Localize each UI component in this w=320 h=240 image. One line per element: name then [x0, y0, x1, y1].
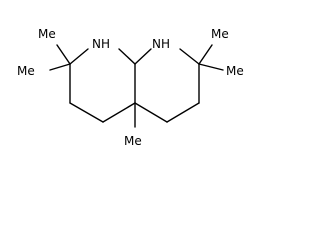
bond-c6-c5	[166, 102, 200, 123]
bond-c4-c3	[69, 102, 104, 123]
bond-nright-c7	[179, 48, 200, 65]
atom-label-layer: N H N H Me Me Me Me Me	[17, 27, 244, 148]
bond-c2-nleft	[69, 48, 89, 65]
bond-c8a-nright	[134, 48, 152, 65]
h-left-label: H	[101, 37, 110, 51]
methyl-c2-top-label: Me	[38, 27, 56, 41]
h-right-label: H	[161, 37, 170, 51]
n-right-label: N	[152, 37, 161, 51]
bond-c2-methyl-top	[56, 44, 71, 65]
methyl-c2-left-label: Me	[17, 64, 35, 78]
methyl-c7-top-label: Me	[211, 27, 229, 41]
bond-c2-methyl-left	[49, 63, 71, 71]
n-left-label: N	[92, 37, 101, 51]
bond-layer	[49, 44, 224, 128]
bond-c7-methyl-top	[198, 44, 213, 65]
chemical-structure: N H N H Me Me Me Me Me	[17, 27, 244, 148]
methyl-c4a-label: Me	[124, 134, 142, 148]
bond-c5-c4a	[134, 102, 168, 123]
bond-nleft-c8a	[118, 48, 136, 65]
bond-c4a-c4	[102, 102, 136, 123]
methyl-c7-right-label: Me	[226, 64, 244, 78]
bond-c7-methyl-right	[198, 63, 224, 71]
